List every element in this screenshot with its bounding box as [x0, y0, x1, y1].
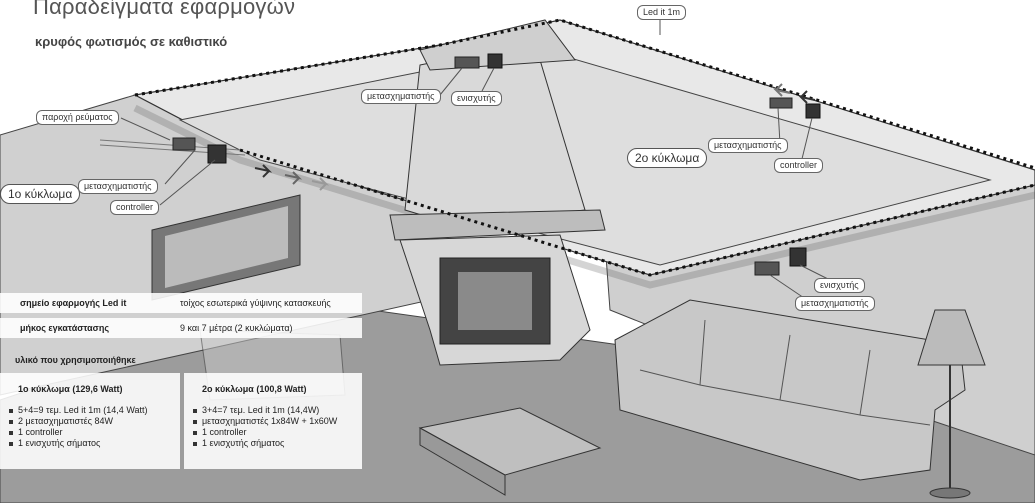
list-item: 2 μετασχηματιστές 84W — [8, 416, 147, 427]
flow-arrow-3 — [311, 177, 330, 191]
info-circuit-1-title: 1ο κύκλωμα (129,6 Watt) — [18, 384, 123, 394]
amplifier-device-2 — [789, 247, 807, 267]
info-circuit-1: 1ο κύκλωμα (129,6 Watt) 5+4=9 τεμ. Led i… — [0, 373, 180, 469]
info-length-value: 9 και 7 μέτρα (2 κυκλώματα) — [180, 323, 293, 333]
info-circuit-2-list: 3+4=7 τεμ. Led it 1m (14,4W) μετασχηματι… — [192, 405, 337, 449]
list-item: 1 ενισχυτής σήματος — [192, 438, 337, 449]
callout-transformer-3: μετασχηματιστής — [708, 138, 788, 153]
page-title: Παραδείγματα εφαρμογών — [33, 0, 296, 19]
callout-transformer-2: μετασχηματιστής — [361, 89, 441, 104]
info-circuit-2: 2ο κύκλωμα (100,8 Watt) 3+4=7 τεμ. Led i… — [184, 373, 362, 469]
list-item: 1 controller — [192, 427, 337, 438]
info-material-heading: υλικό που χρησιμοποιήθηκε — [15, 355, 136, 365]
flow-arrow-4 — [797, 90, 816, 104]
led-strip-upper — [134, 18, 1035, 170]
transformer-device-3 — [769, 97, 793, 109]
info-application-label: σημείο εφαρμογής Led it — [20, 298, 127, 308]
flow-arrow-5 — [772, 83, 791, 97]
transformer-device-2 — [454, 56, 480, 69]
callout-led: Led it 1m — [637, 5, 687, 20]
fireplace-inner — [458, 272, 532, 330]
callout-circuit-1: 1ο κύκλωμα — [0, 184, 81, 204]
callout-circuit-2: 2ο κύκλωμα — [627, 148, 708, 168]
led-strip-lower — [239, 148, 1035, 277]
fireplace-ledge — [389, 209, 606, 241]
list-item: 5+4=9 τεμ. Led it 1m (14,4 Watt) — [8, 405, 147, 416]
lamp-shade — [917, 309, 986, 366]
callout-amplifier-2: ενισχυτής — [814, 278, 865, 293]
sofa — [614, 299, 966, 481]
list-item: 1 ενισχυτής σήματος — [8, 438, 147, 449]
painting-inner — [165, 206, 288, 288]
controller-device-2 — [805, 103, 821, 119]
page-subtitle: κρυφός φωτισμός σε καθιστικό — [35, 34, 228, 49]
info-application-row: σημείο εφαρμογής Led it τοίχος εσωτερικά… — [0, 293, 362, 313]
info-application-value: τοίχος εσωτερικά γύψινης κατασκευής — [180, 298, 331, 308]
callout-amplifier-1: ενισχυτής — [451, 91, 502, 106]
flow-arrow-1 — [254, 164, 273, 178]
info-length-label: μήκος εγκατάστασης — [20, 323, 110, 333]
callout-controller-2: controller — [774, 158, 824, 173]
list-item: 3+4=7 τεμ. Led it 1m (14,4W) — [192, 405, 337, 416]
info-length-row: μήκος εγκατάστασης 9 και 7 μέτρα (2 κυκλ… — [0, 318, 362, 338]
transformer-device-4 — [754, 261, 780, 276]
transformer-device-1 — [172, 137, 196, 151]
list-item: 1 controller — [8, 427, 147, 438]
info-circuit-2-title: 2ο κύκλωμα (100,8 Watt) — [202, 384, 307, 394]
flow-arrow-2 — [284, 171, 303, 185]
callout-transformer-1: μετασχηματιστής — [78, 179, 158, 194]
callout-power-supply: παροχή ρεύματος — [36, 110, 119, 125]
info-circuit-1-list: 5+4=9 τεμ. Led it 1m (14,4 Watt) 2 μετασ… — [8, 405, 147, 449]
amplifier-device-1 — [487, 53, 503, 69]
callout-controller-1: controller — [110, 200, 160, 215]
controller-device-1 — [207, 144, 227, 164]
callout-transformer-4: μετασχηματιστής — [795, 296, 875, 311]
list-item: μετασχηματιστές 1x84W + 1x60W — [192, 416, 337, 427]
